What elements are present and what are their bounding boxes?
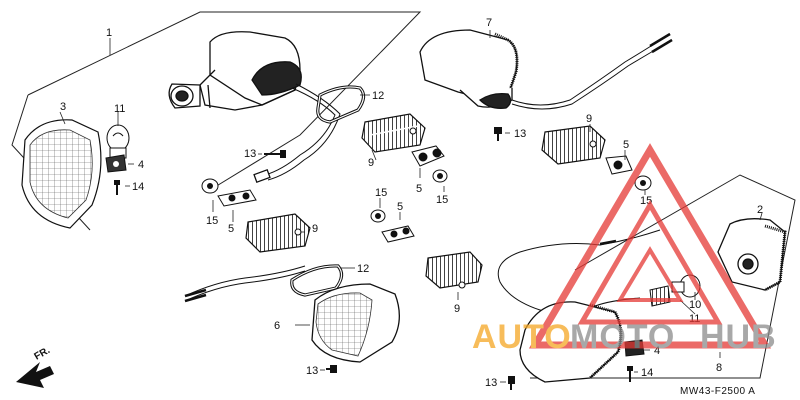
label-8: 8 xyxy=(716,362,722,374)
label-13-c: 13 xyxy=(514,128,526,140)
watermark-moto: MOTO xyxy=(570,318,675,356)
watermark-triangle-logo xyxy=(528,143,772,349)
label-4-right: 4 xyxy=(654,345,660,357)
label-9-upper-center: 9 xyxy=(368,157,374,169)
collar-15-left xyxy=(201,178,219,194)
screw-14-right xyxy=(627,366,633,382)
label-5-left: 5 xyxy=(228,223,234,235)
label-13-d: 13 xyxy=(485,377,497,389)
collar-15-center xyxy=(370,209,386,223)
lens-2 xyxy=(717,218,787,292)
socket-10 xyxy=(649,285,671,307)
housing-7 xyxy=(419,29,519,109)
label-15-upper: 15 xyxy=(436,194,448,206)
gasket-12-upper xyxy=(316,85,366,124)
drawing-code: MW43-F2500 A xyxy=(680,386,755,397)
leader-lines xyxy=(59,30,763,383)
rear-left-lens-6 xyxy=(311,283,400,363)
direction-label: FR. xyxy=(33,345,53,363)
label-11-right: 11 xyxy=(689,313,700,325)
screw-13-d xyxy=(508,376,515,390)
wire-7 xyxy=(511,32,673,110)
label-9-left: 9 xyxy=(312,223,318,235)
label-12-upper: 12 xyxy=(372,90,384,102)
flasher-9-left xyxy=(245,213,311,253)
watermark-auto: AUTO xyxy=(472,318,572,356)
label-5-center: 5 xyxy=(397,201,403,213)
flasher-9-upper-center xyxy=(361,113,426,153)
label-9-upper-right: 9 xyxy=(586,113,592,125)
label-12-lower: 12 xyxy=(357,263,369,275)
label-2: 2 xyxy=(757,204,763,216)
label-9-lower-center: 9 xyxy=(454,303,460,315)
label-7: 7 xyxy=(486,17,492,29)
label-14-right: 14 xyxy=(641,367,653,379)
label-1: 1 xyxy=(106,27,112,39)
bushing-5-upper-center xyxy=(411,145,445,167)
part-labels: 1 2 3 4 4 5 5 5 5 6 7 8 9 9 9 9 10 11 11… xyxy=(60,17,763,389)
front-left-lens-3 xyxy=(21,119,102,229)
watermark: AUTO MOTO HUB xyxy=(472,143,777,356)
screw-13-b xyxy=(326,365,337,373)
label-3: 3 xyxy=(60,101,66,113)
screw-13-c xyxy=(494,127,502,141)
watermark-hub: HUB xyxy=(700,318,777,356)
flasher-9-lower-center xyxy=(425,251,483,289)
bushing-5-left xyxy=(217,189,257,207)
clip-4-left xyxy=(105,154,127,173)
label-13-a: 13 xyxy=(244,148,256,160)
label-4-left: 4 xyxy=(138,159,144,171)
wire-8 xyxy=(497,229,661,314)
label-15-left: 15 xyxy=(206,215,218,227)
label-10: 10 xyxy=(689,299,701,311)
label-5-right: 5 xyxy=(623,139,629,151)
gasket-12-lower xyxy=(290,264,344,297)
label-11-left: 11 xyxy=(114,103,125,115)
collar-15-right xyxy=(634,175,652,191)
label-6: 6 xyxy=(274,320,280,332)
label-15-center: 15 xyxy=(375,187,387,199)
bushing-5-center xyxy=(381,225,415,243)
bushing-5-right xyxy=(605,155,633,175)
flasher-9-upper-right xyxy=(541,125,606,165)
label-13-b: 13 xyxy=(306,365,318,377)
collar-15-upper-center xyxy=(432,169,448,183)
screw-13-a xyxy=(264,150,286,158)
bulb-11-left xyxy=(106,124,130,159)
label-14-left: 14 xyxy=(132,181,144,193)
label-5-upper: 5 xyxy=(416,183,422,195)
wire-left-rear xyxy=(184,265,306,303)
front-direction-arrow: FR. xyxy=(16,345,54,388)
screw-14-left xyxy=(114,180,120,195)
